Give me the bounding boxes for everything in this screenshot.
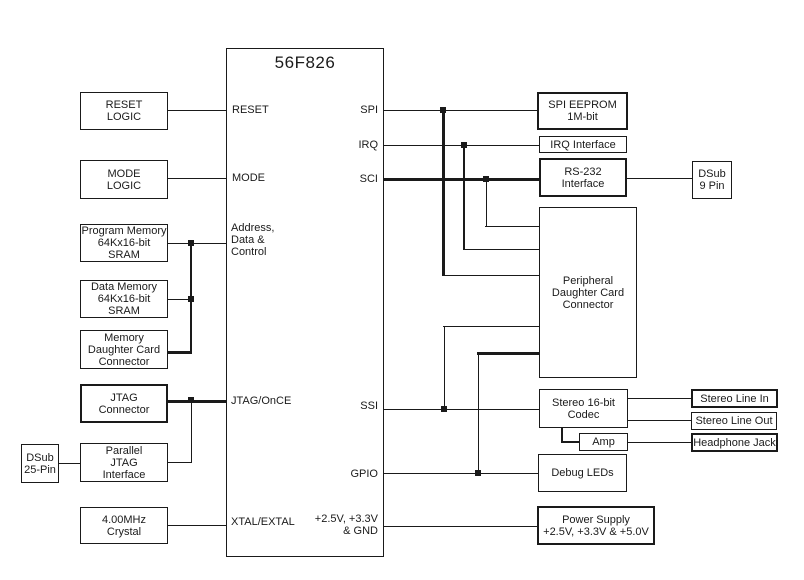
box-dsub-25pin: DSub 25-Pin: [21, 444, 59, 483]
pin-label-irq: IRQ: [358, 139, 378, 151]
wire-gpio-peripheral: [477, 352, 539, 355]
junction-dot: [483, 176, 489, 182]
box-program-memory: Program Memory 64Kx16-bit SRAM: [80, 224, 168, 262]
box-stereo-codec: Stereo 16-bit Codec: [539, 389, 628, 428]
junction-dot: [440, 107, 446, 113]
wire-spi-v: [442, 110, 445, 276]
wire-sci-peripheral: [485, 226, 539, 227]
wire-codec-line-out: [628, 420, 691, 421]
wire-dsub25: [59, 463, 80, 464]
box-headphone-jack: Headphone Jack: [691, 433, 778, 452]
wire-codec-amp-v: [561, 427, 563, 442]
wire-irq-peripheral: [463, 249, 539, 250]
wire-irq-v: [463, 145, 465, 250]
wire-parallel-jtag: [168, 462, 192, 463]
wire-sci: [384, 178, 539, 181]
pin-label-mode: MODE: [232, 172, 265, 184]
chip-56f826-box: 56F826: [226, 48, 384, 557]
wire-ssi-v: [444, 326, 445, 410]
pin-label-sci: SCI: [359, 173, 378, 185]
wire-spi: [384, 110, 537, 111]
box-data-memory: Data Memory 64Kx16-bit SRAM: [80, 280, 168, 318]
box-mode-logic: MODE LOGIC: [80, 160, 168, 199]
wire-spi-peripheral: [442, 275, 539, 276]
wire-program-memory: [168, 243, 226, 244]
wire-memory-dcc: [168, 351, 192, 354]
wire-jtag-v: [191, 400, 192, 462]
pin-label-jtag-once: JTAG/OnCE: [231, 395, 292, 407]
box-amp: Amp: [579, 433, 628, 451]
box-stereo-line-in: Stereo Line In: [691, 389, 778, 408]
box-debug-leds: Debug LEDs: [538, 454, 627, 492]
wire-crystal: [168, 525, 226, 526]
wire-sci-v: [486, 178, 487, 226]
chip-title: 56F826: [274, 53, 336, 72]
wire-data-memory: [168, 299, 191, 300]
junction-dot: [441, 406, 447, 412]
box-reset-logic: RESET LOGIC: [80, 92, 168, 130]
wire-ssi-peripheral: [443, 326, 539, 327]
box-dsub-9pin: DSub 9 Pin: [692, 161, 732, 199]
junction-dot: [461, 142, 467, 148]
box-crystal: 4.00MHz Crystal: [80, 507, 168, 544]
wire-jtag: [168, 400, 226, 403]
pin-label-power: +2.5V, +3.3V & GND: [314, 513, 378, 537]
box-stereo-line-out: Stereo Line Out: [691, 412, 777, 430]
wire-ssi: [384, 409, 539, 410]
wire-amp-headphone: [628, 442, 691, 443]
box-irq-interface: IRQ Interface: [539, 136, 627, 153]
box-power-supply: Power Supply +2.5V, +3.3V & +5.0V: [537, 506, 655, 545]
pin-label-xtal-extal: XTAL/EXTAL: [231, 516, 295, 528]
wire-codec-line-in: [628, 398, 691, 399]
box-peripheral-daughter-card: Peripheral Daughter Card Connector: [539, 207, 637, 378]
junction-dot: [188, 397, 194, 403]
box-jtag-connector: JTAG Connector: [80, 384, 168, 423]
junction-dot: [188, 296, 194, 302]
pin-label-reset: RESET: [232, 104, 269, 116]
wire-power: [384, 526, 537, 527]
wire-mode: [168, 178, 226, 179]
box-spi-eeprom: SPI EEPROM 1M-bit: [537, 92, 628, 130]
box-memory-daughter-card: Memory Daughter Card Connector: [80, 330, 168, 369]
pin-label-address-data-control: Address, Data & Control: [231, 222, 275, 258]
junction-dot: [188, 240, 194, 246]
pin-label-ssi: SSI: [360, 400, 378, 412]
junction-dot: [475, 470, 481, 476]
wire-gpio-v: [478, 352, 479, 473]
wire-rs232-dsub9: [627, 178, 692, 179]
box-parallel-jtag-interface: Parallel JTAG Interface: [80, 443, 168, 482]
pin-label-gpio: GPIO: [350, 468, 378, 480]
pin-label-spi: SPI: [360, 104, 378, 116]
wire-gpio: [384, 473, 538, 474]
wire-codec-amp-h: [561, 441, 579, 443]
wire-reset: [168, 110, 226, 111]
box-rs232-interface: RS-232 Interface: [539, 158, 627, 197]
